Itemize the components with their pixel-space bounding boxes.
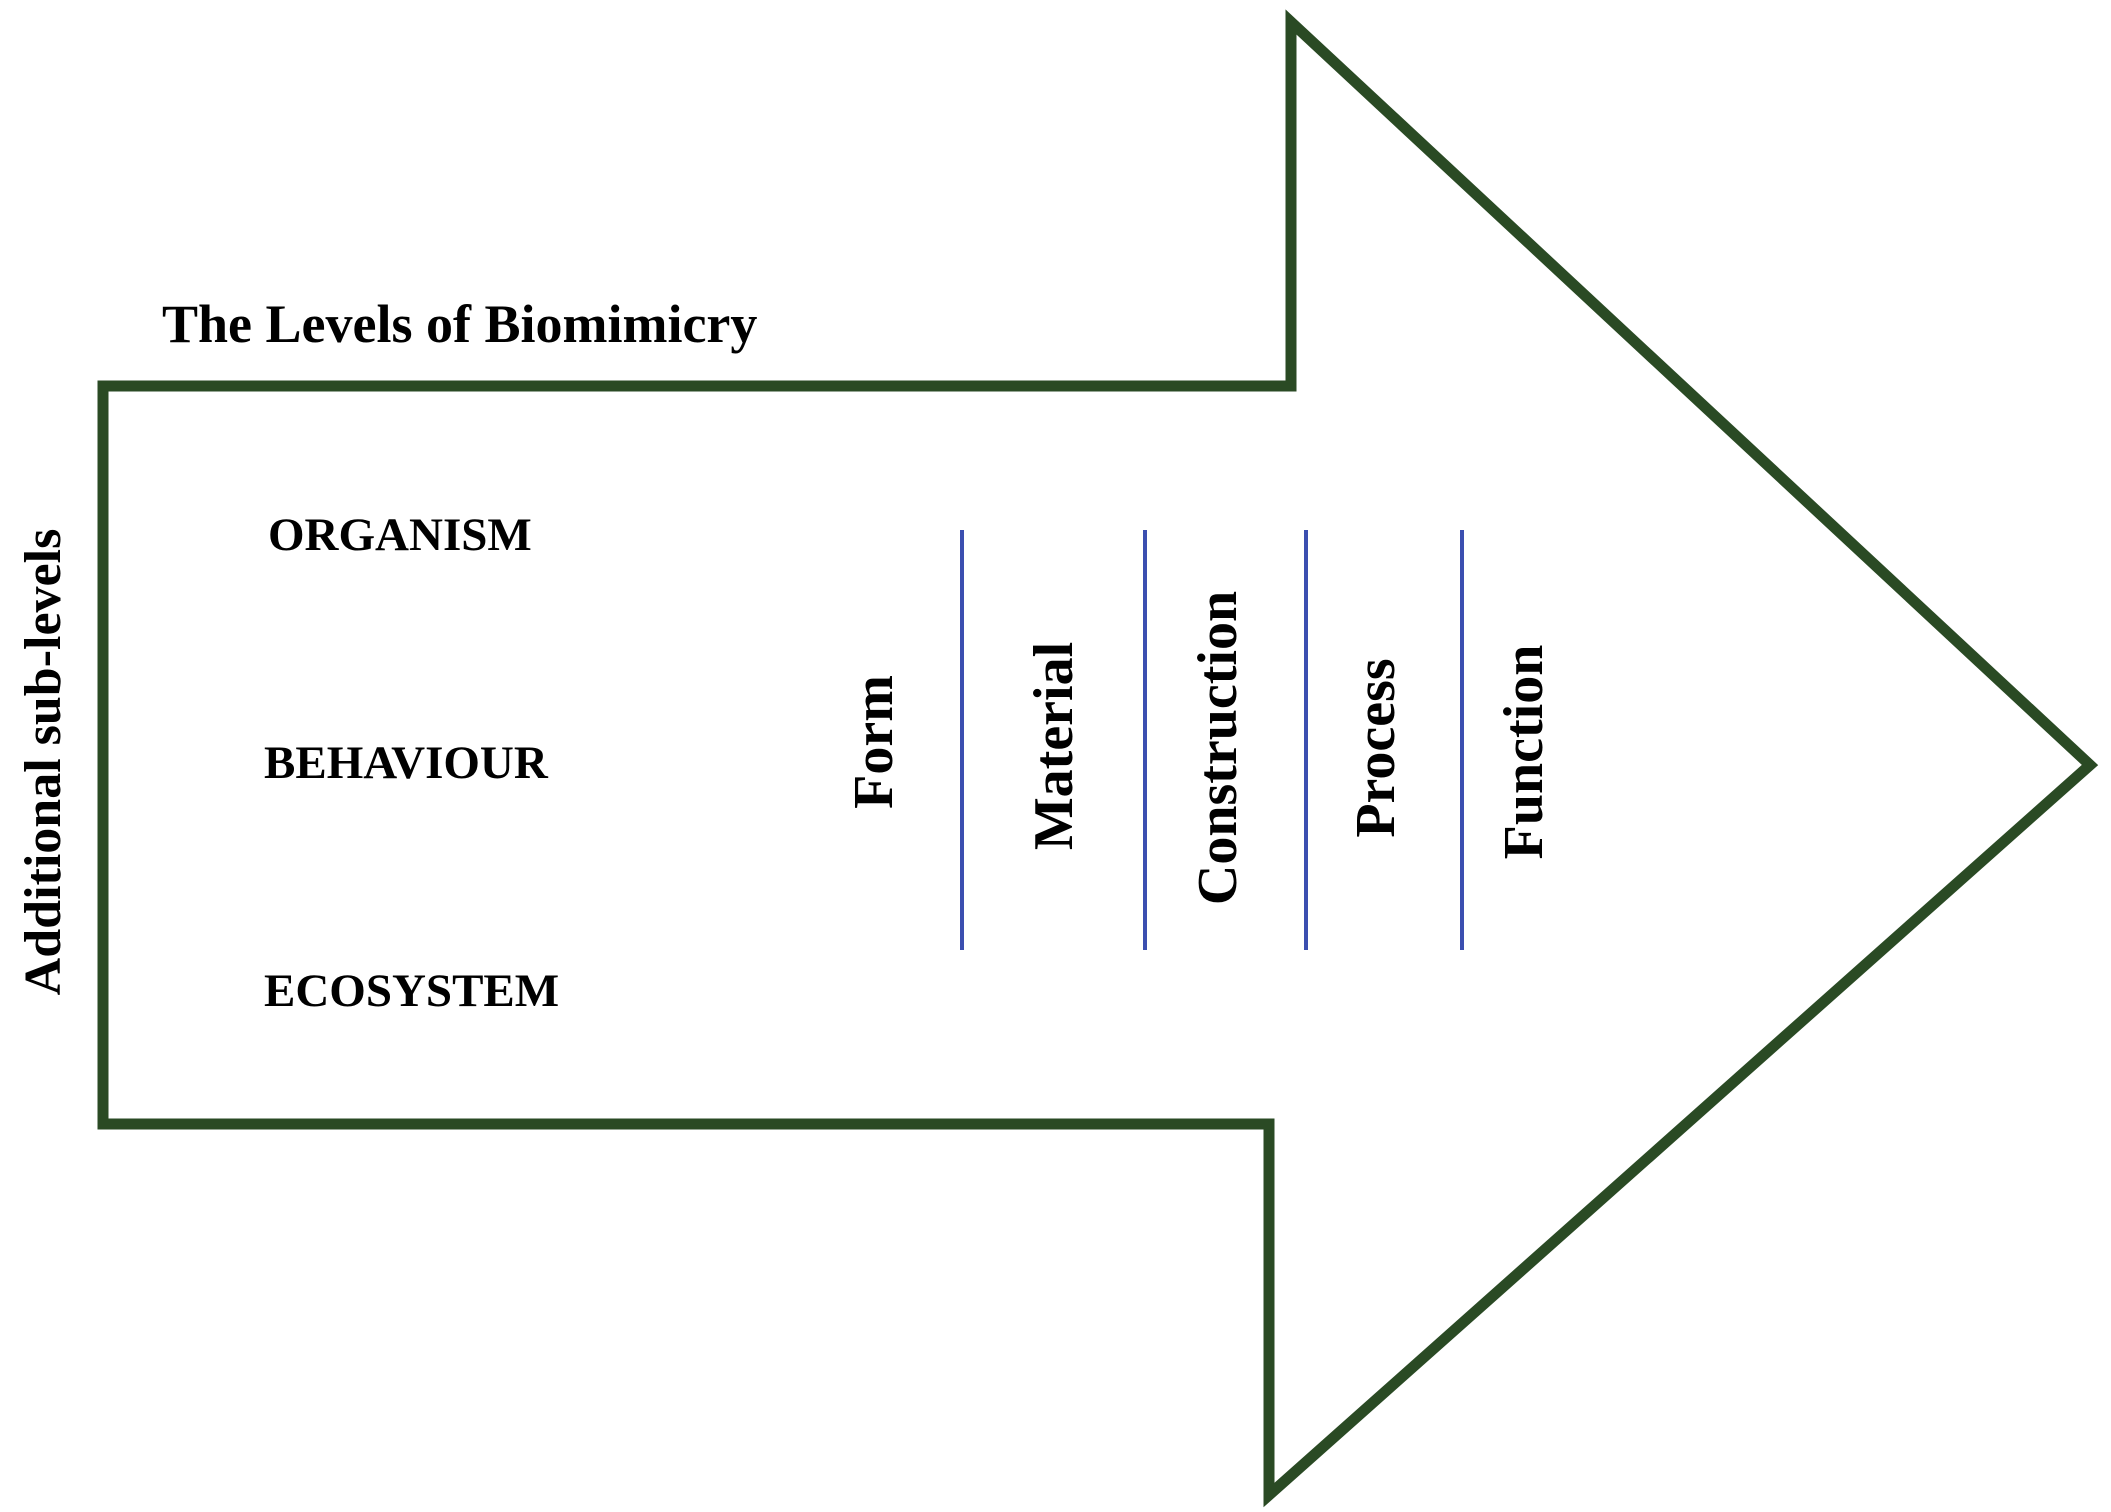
side-label: Additional sub-levels <box>15 529 72 996</box>
sub-level-function: Function <box>1493 645 1555 860</box>
diagram-title: The Levels of Biomimicry <box>162 294 757 354</box>
level-ecosystem: ECOSYSTEM <box>264 965 559 1017</box>
sub-level-process: Process <box>1345 658 1407 837</box>
level-behaviour: BEHAVIOUR <box>264 737 549 789</box>
sub-level-construction: Construction <box>1187 591 1249 905</box>
sub-level-form: Form <box>843 675 905 809</box>
arrow-shape <box>97 9 2099 1508</box>
sub-level-material: Material <box>1023 642 1085 850</box>
level-organism: ORGANISM <box>268 509 532 561</box>
